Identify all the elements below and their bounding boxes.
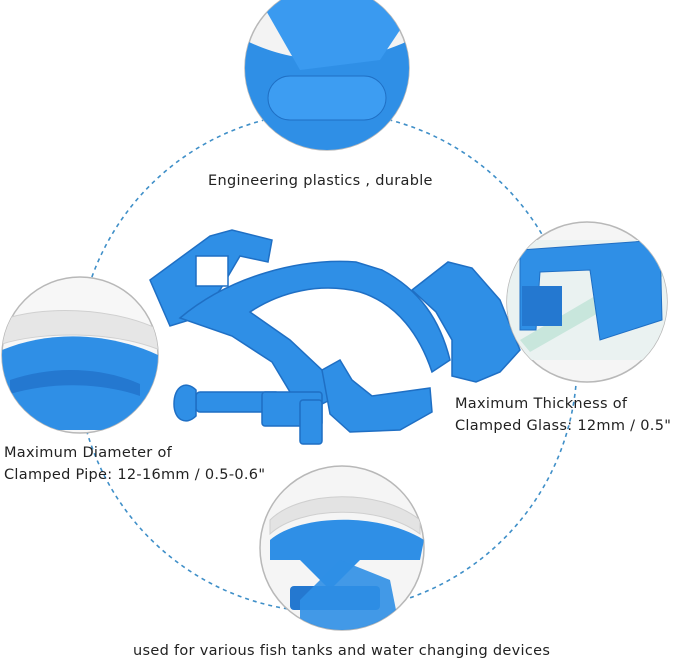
- caption-glass-thickness: Maximum Thickness of Clamped Glass: 12mm…: [455, 393, 671, 437]
- detail-circle-top: [244, 0, 410, 151]
- caption-glass-line2: Clamped Glass: 12mm / 0.5": [455, 418, 672, 434]
- detail-circle-left: [1, 276, 159, 434]
- detail-circle-right: [506, 221, 668, 383]
- caption-pipe-line1: Maximum Diameter of: [4, 445, 173, 461]
- caption-pipe-line2: Clamped Pipe: 12-16mm / 0.5-0.6": [4, 467, 266, 483]
- caption-usage: used for various fish tanks and water ch…: [133, 643, 551, 659]
- water-pipe-clamp: [149, 229, 521, 445]
- detail-circle-bottom: [259, 465, 425, 631]
- caption-pipe-diameter: Maximum Diameter of Clamped Pipe: 12-16m…: [4, 442, 265, 486]
- caption-material: Engineering plastics , durable: [208, 173, 433, 189]
- caption-glass-line1: Maximum Thickness of: [455, 396, 628, 412]
